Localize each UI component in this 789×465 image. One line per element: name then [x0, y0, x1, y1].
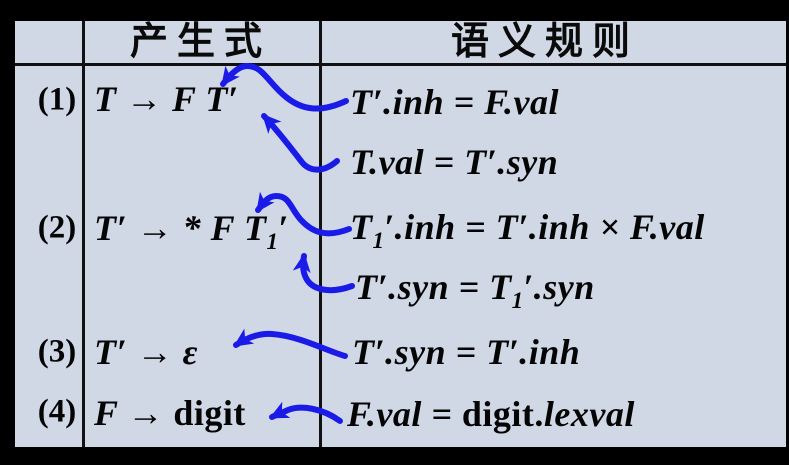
production-2: T′ → * F T1′: [94, 207, 289, 254]
rule-2a-pre: T: [350, 207, 373, 247]
header-production: 产生式: [129, 21, 271, 63]
rule-2b-post: ′.syn: [523, 267, 595, 307]
production-1: T → F T′: [94, 79, 239, 119]
production-4-lhs: F →: [94, 393, 174, 433]
rule-4-lead: F.val =: [347, 394, 462, 434]
production-3: T′ → ε: [94, 332, 198, 372]
semantic-rules-table: 产生式 语义规则 (1) (2) (3) (4) T → F T′ T′ → *…: [15, 21, 786, 447]
rule-3: T′.syn = T′.inh: [352, 332, 581, 372]
production-2-pre: T′ → * F T: [94, 208, 267, 248]
rule-4-lexval: lexval: [543, 394, 635, 434]
column-divider-2: [319, 21, 322, 447]
production-4-digit: digit: [173, 393, 246, 433]
rule-1b: T.val = T′.syn: [350, 142, 559, 182]
rule-4-digit: digit.: [461, 394, 544, 434]
row-number-1: (1): [37, 81, 77, 118]
row-number-4: (4): [37, 393, 77, 430]
rule-2b-subscript: 1: [511, 288, 524, 313]
rule-2a-subscript: 1: [372, 228, 385, 253]
header-separator-line: [15, 63, 786, 66]
rule-4: F.val = digit.lexval: [347, 393, 635, 435]
row-number-2: (2): [37, 209, 77, 246]
rule-2b-pre: T′.syn = T: [355, 267, 512, 307]
production-2-prime: ′: [277, 208, 289, 248]
rule-2a-post: ′.inh = T′.inh × F.val: [384, 207, 705, 247]
production-4: F → digit: [94, 392, 246, 434]
rule-2a: T1′.inh = T′.inh × F.val: [350, 206, 705, 253]
rule-2b: T′.syn = T1′.syn: [355, 266, 595, 313]
header-semantic-rules: 语义规则: [450, 21, 639, 63]
production-2-subscript: 1: [266, 229, 278, 254]
rule-1a: T′.inh = F.val: [350, 82, 560, 122]
column-divider-1: [82, 21, 85, 447]
row-number-3: (3): [37, 333, 77, 370]
